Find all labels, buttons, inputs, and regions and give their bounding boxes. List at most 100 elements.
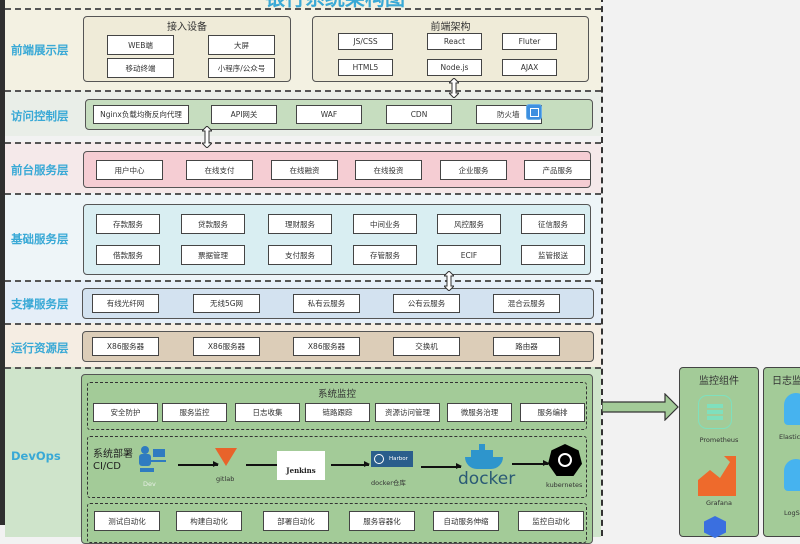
framework-box[interactable]: JS/CSS [338,33,393,50]
prometheus-label: Prometheus [699,436,739,444]
monitor-box[interactable]: 服务监控 [162,403,227,422]
outer-border [5,0,603,536]
access-panel: Nginx负载均衡反向代理 API网关 WAF CDN 防火墙 [85,99,593,130]
service-box[interactable]: 产品服务 [524,160,591,180]
service-box[interactable]: 借款服务 [96,245,160,265]
bidirectional-arrow [200,125,214,149]
device-box[interactable]: WEB端 [107,35,174,55]
framework-box[interactable]: Fluter [502,33,557,50]
monitor-box[interactable]: 服务编排 [520,403,585,422]
runtime-panel: X86服务器 X86服务器 X86服务器 交换机 路由器 [82,331,594,362]
harbor-icon [374,454,384,464]
runtime-box[interactable]: X86服务器 [92,337,159,356]
service-box[interactable]: 理财服务 [268,214,332,234]
elastic-label: Elastic [779,433,800,441]
service-box[interactable]: 中间业务 [353,214,417,234]
flow-arrow [421,463,462,469]
framework-box[interactable]: AJAX [502,59,557,76]
access-box[interactable]: WAF [296,105,362,124]
support-box[interactable]: 公有云服务 [393,294,460,313]
panel-title: 监控组件 [699,376,739,387]
service-box[interactable]: ECIF [437,245,501,265]
runtime-box[interactable]: 交换机 [393,337,460,356]
device-box[interactable]: 移动终端 [107,58,174,78]
service-box[interactable]: 在线融资 [271,160,338,180]
layer-support: 支撑服务层 有线光纤网 无线5G网 私有云服务 公有云服务 混合云服务 [5,280,601,324]
runtime-box[interactable]: X86服务器 [193,337,260,356]
layer-label: 基础服务层 [11,232,69,246]
layer-label: 前台服务层 [11,163,69,177]
monitor-box[interactable]: 链路跟踪 [305,403,370,422]
devops-panel: 系统监控 安全防护 服务监控 日志收集 链路跟踪 资源访问管理 微服务治理 服务… [81,374,593,544]
service-box[interactable]: 贷款服务 [181,214,245,234]
service-box[interactable]: 用户中心 [96,160,163,180]
grafana-label: Grafana [705,499,733,507]
layer-label: 运行资源层 [11,341,69,355]
panel-title: 前端架构 [430,22,471,33]
jenkins-label: Jenkins [286,466,316,475]
kubernetes-icon [548,444,582,476]
docker-icon [465,444,503,469]
logstash-icon [784,459,800,491]
left-edge [0,0,5,525]
docker-registry-label: docker仓库 [371,479,406,487]
runtime-box[interactable]: 路由器 [493,337,560,356]
service-box[interactable]: 风控服务 [437,214,501,234]
service-box[interactable]: 存管服务 [353,245,417,265]
access-box[interactable]: 防火墙 [476,105,542,124]
bidirectional-arrow [442,270,456,292]
layer-base-service: 基础服务层 存款服务 贷款服务 理财服务 中间业务 风控服务 征信服务 借款服务… [5,193,601,280]
cicd-panel: 系统部署 CI/CD Dev gitlab Jenkins [87,436,587,498]
gitlab-label: gitlab [216,475,235,483]
service-box[interactable]: 在线投资 [355,160,422,180]
layer-front-service: 前台服务层 用户中心 在线支付 在线融资 在线投资 企业服务 产品服务 [5,142,601,195]
service-box[interactable]: 监管报送 [521,245,585,265]
harbor-logo[interactable]: Harbor [371,451,413,467]
elastic-icon [784,393,800,425]
monitor-box[interactable]: 微服务治理 [447,403,512,422]
log-monitor-panel: 日志监 Elastic LogS [763,367,800,537]
monitor-components-panel: 监控组件 Prometheus Grafana [679,367,759,538]
base-service-panel: 存款服务 贷款服务 理财服务 中间业务 风控服务 征信服务 借款服务 票据管理 … [83,204,591,275]
monitor-box[interactable]: 安全防护 [93,403,158,422]
gitlab-icon [215,448,237,466]
logstash-label: LogS [784,509,800,517]
service-box[interactable]: 支付服务 [268,245,332,265]
framework-box[interactable]: HTML5 [338,59,393,76]
right-arrow [601,392,679,422]
monitor-panel: 系统监控 安全防护 服务监控 日志收集 链路跟踪 资源访问管理 微服务治理 服务… [87,382,587,430]
layer-label: 前端展示层 [11,43,69,57]
support-box[interactable]: 无线5G网 [193,294,260,313]
cicd-subtitle: CI/CD [93,461,121,472]
framework-box[interactable]: Node.js [427,59,482,76]
device-box[interactable]: 小程序/公众号 [208,58,275,78]
jenkins-logo[interactable]: Jenkins [277,451,325,480]
layer-access: 访问控制层 Nginx负载均衡反向代理 API网关 WAF CDN 防火墙 [5,90,601,136]
service-box[interactable]: 征信服务 [521,214,585,234]
support-box[interactable]: 私有云服务 [293,294,360,313]
service-box[interactable]: 票据管理 [181,245,245,265]
access-box[interactable]: CDN [386,105,452,124]
device-box[interactable]: 大屏 [208,35,275,55]
flow-arrow [512,460,549,466]
framework-box[interactable]: React [427,33,482,50]
service-box[interactable]: 企业服务 [440,160,507,180]
monitor-box[interactable]: 日志收集 [235,403,300,422]
access-box[interactable]: Nginx负载均衡反向代理 [93,105,189,124]
runtime-box[interactable]: X86服务器 [293,337,360,356]
layer-label: 访问控制层 [11,109,69,123]
flow-arrow [331,461,370,467]
layer-label: DevOps [11,449,61,463]
monitor-box[interactable]: 资源访问管理 [375,403,440,422]
support-box[interactable]: 有线光纤网 [92,294,159,313]
service-box[interactable]: 在线支付 [186,160,253,180]
dev-label: Dev [143,480,156,488]
front-service-panel: 用户中心 在线支付 在线融资 在线投资 企业服务 产品服务 [83,151,591,188]
service-box[interactable]: 存款服务 [96,214,160,234]
devices-panel: 接入设备 WEB端 大屏 移动终端 小程序/公众号 [83,16,291,82]
panel-title: 系统监控 [317,389,356,400]
support-box[interactable]: 混合云服务 [493,294,560,313]
prometheus-icon [698,395,732,429]
docker-label: docker [458,469,516,489]
access-box[interactable]: API网关 [211,105,277,124]
